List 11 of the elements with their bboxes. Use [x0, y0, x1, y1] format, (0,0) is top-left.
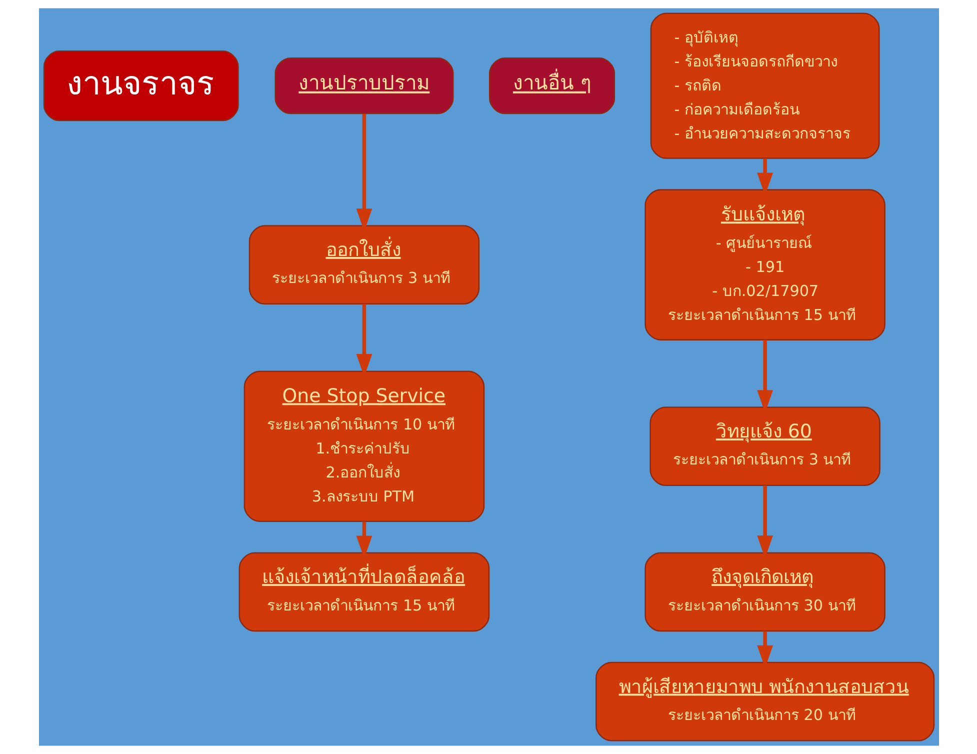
node-box: รับแจ้งเหตุ - ศูนย์นารายณ์ - 191 - บก.02/17907 ระยะเวลาดำเนินการ 15 นาที	[644, 189, 885, 340]
node-box: วิทยุแจ้ง 60 ระยะเวลาดำเนินการ 3 นาที	[649, 406, 880, 486]
node-box: งานจราจร	[42, 50, 238, 122]
node-box: พาผู้เสียหายมาพบ พนักงานสอบสวน ระยะเวลาดำเนินการ 20 นาที	[595, 662, 934, 742]
node-box: งานอื่น ๆ	[488, 57, 615, 114]
node-box: - อุบัติเหตุ - ร้องเรียนจอดรถกีดขวาง - รถติด - ก่อความเดือดร้อน - อำนวยความสะดวกจราจร	[650, 12, 880, 159]
node-box: งานปราบปราม	[274, 57, 454, 114]
node-box: แจ้งเจ้าหน้าที่ปลดล็อคล้อ ระยะเวลาดำเนินการ 15 นาที	[238, 552, 490, 632]
node-box: ออกใบสั่ง ระยะเวลาดำเนินการ 3 นาที	[248, 225, 480, 305]
node-box: One Stop Service ระยะเวลาดำเนินการ 10 นาที 1.ชำระค่าปรับ 2.ออกใบสั่ง 3.ลงระบบ PTM	[243, 370, 484, 522]
node-box: ถึงจุดเกิดเหตุ ระยะเวลาดำเนินการ 30 นาที	[644, 552, 885, 632]
